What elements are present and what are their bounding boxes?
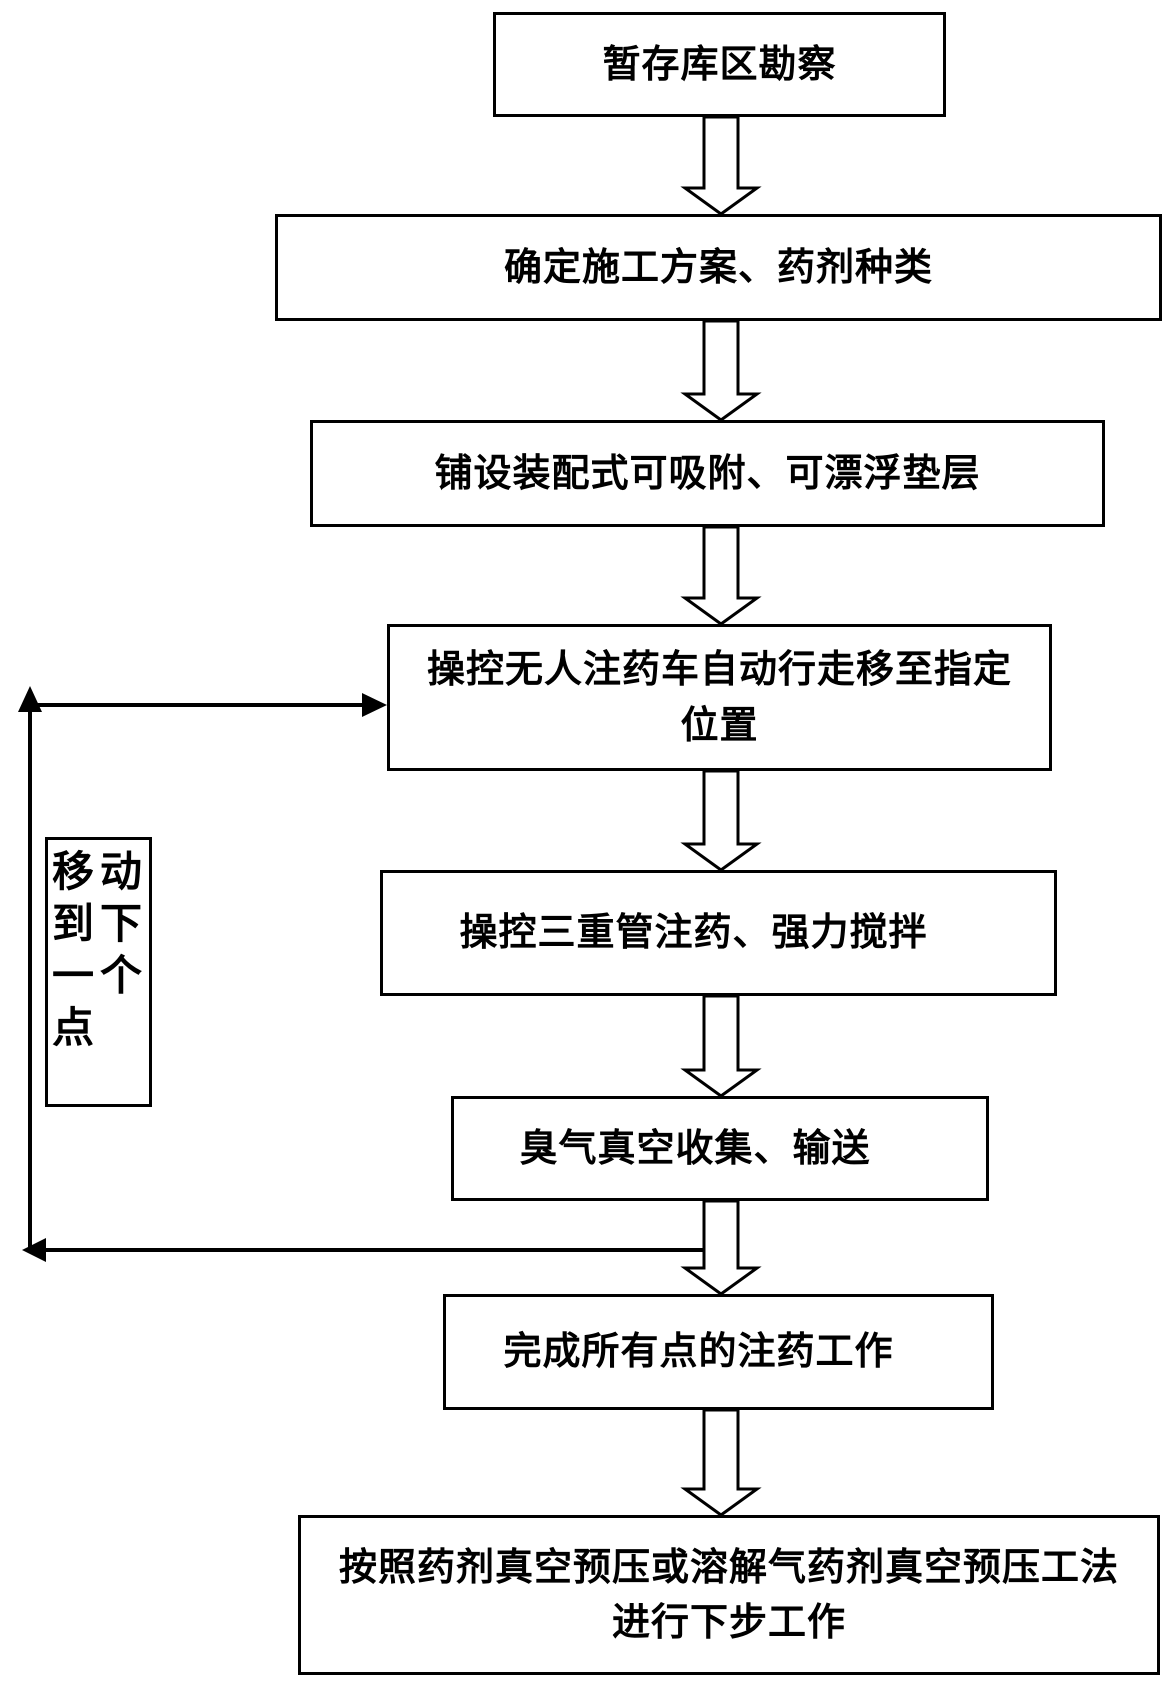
- step-8-label: 按照药剂真空预压或溶解气药剂真空预压工法进行下步工作: [338, 1544, 1119, 1644]
- step-4-label: 操控无人注药车自动行走移至指定位置: [426, 647, 1012, 747]
- step-3-label: 铺设装配式可吸附、可漂浮垫层: [434, 450, 981, 495]
- step-complete-all-points: 完成所有点的注药工作: [443, 1294, 994, 1410]
- arrow-down-6: [680, 1199, 762, 1296]
- step-next-work: 按照药剂真空预压或溶解气药剂真空预压工法进行下步工作: [298, 1515, 1160, 1675]
- step-2-label: 确定施工方案、药剂种类: [503, 244, 933, 289]
- loop-label-text: 移动到下一个点: [52, 847, 149, 1052]
- arrow-down-1: [680, 115, 762, 216]
- step-7-label: 完成所有点的注药工作: [503, 1329, 894, 1374]
- loop-label-box: 移动到下一个点: [45, 837, 152, 1107]
- loop-arrowhead-left: [22, 1238, 46, 1262]
- step-odor-vacuum-collection: 臭气真空收集、输送: [451, 1096, 989, 1201]
- step-6-label: 臭气真空收集、输送: [519, 1125, 871, 1170]
- loop-back-connector: [28, 703, 704, 1252]
- step-lay-cushion-layer: 铺设装配式可吸附、可漂浮垫层: [310, 420, 1105, 527]
- arrow-down-7: [680, 1408, 762, 1517]
- step-5-label: 操控三重管注药、强力搅拌: [459, 910, 928, 955]
- arrow-down-2: [680, 319, 762, 422]
- step-1-label: 暂存库区勘察: [602, 41, 837, 86]
- step-determine-plan: 确定施工方案、药剂种类: [275, 214, 1162, 321]
- step-triple-tube-injection: 操控三重管注药、强力搅拌: [380, 870, 1057, 996]
- arrow-down-4: [680, 769, 762, 872]
- loop-arrowhead-right: [362, 693, 387, 717]
- loop-arrowhead-up: [18, 686, 42, 712]
- arrow-down-3: [680, 525, 762, 626]
- step-move-injection-vehicle: 操控无人注药车自动行走移至指定位置: [387, 624, 1052, 771]
- arrow-down-5: [680, 994, 762, 1098]
- step-survey-storage-area: 暂存库区勘察: [493, 12, 946, 117]
